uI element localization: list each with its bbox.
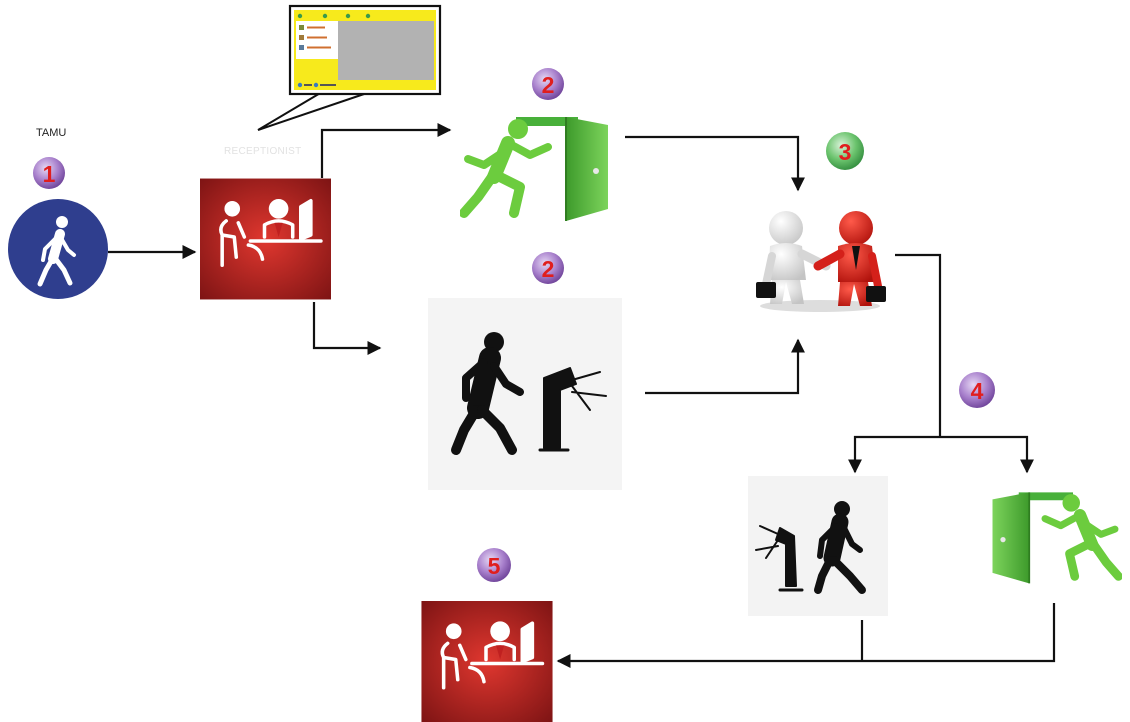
reception-desk-icon [200,178,331,300]
exit-door-icon [464,117,608,221]
line-meeting-down [895,253,942,437]
handshake-icon [756,211,886,312]
visitor-label: TAMU [36,127,67,139]
arrow-reception-to-door [320,123,452,178]
exit-door-icon [993,492,1119,583]
arrow-turnstile-to-meeting [645,338,805,395]
receptionist-label: RECEPTIONIST [224,146,302,157]
step-badge-2-top: 2 [532,68,564,100]
step-number: 3 [839,139,852,165]
turnstile-icon [428,298,622,490]
step-badge-1: 1 [33,157,65,189]
step-number: 2 [542,256,555,282]
arrow-door-to-meeting [625,135,805,192]
step-badge-2-bottom: 2 [532,252,564,284]
turnstile-icon [748,476,888,616]
arrow-to-exit-door [940,435,1034,474]
arrow-to-exit-turnstile [848,435,940,474]
step-number: 4 [971,378,984,404]
step-number: 2 [542,72,555,98]
screen-content-area [338,21,434,80]
reception-desk-icon [421,601,553,722]
flow-connectors [108,123,1056,668]
step-badge-4: 4 [959,372,995,408]
step-number: 1 [43,161,56,187]
receptionist-screen-callout [257,4,442,131]
callout-tail [257,91,371,131]
walking-person-icon [8,199,108,299]
step-badge-5: 5 [477,548,511,582]
step-number: 5 [488,553,501,579]
step-badge-3: 3 [826,132,864,170]
arrow-exit-to-reception [556,603,1056,668]
arrow-reception-to-turnstile [312,302,382,355]
